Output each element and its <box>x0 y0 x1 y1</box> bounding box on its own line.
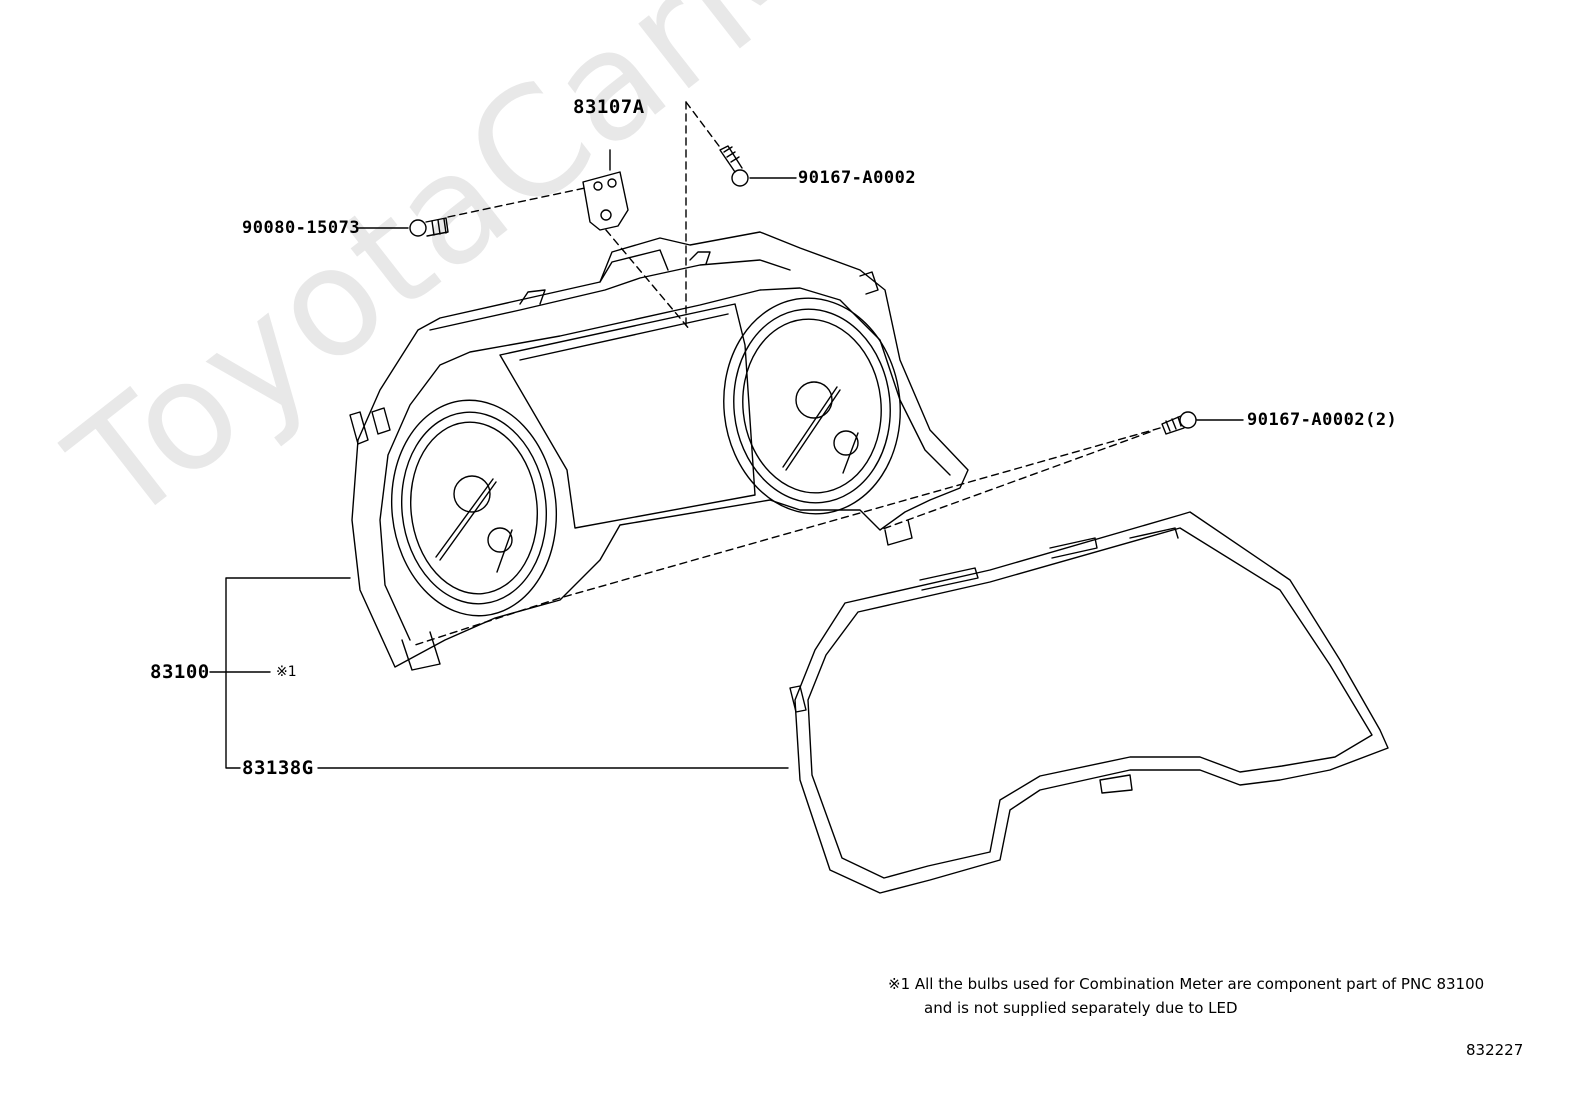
assembly-dashed-lines <box>414 101 1161 646</box>
footnote-line-1: ※1 All the bulbs used for Combination Me… <box>888 975 1485 993</box>
label-meter-assy-83100[interactable]: 83100 <box>150 661 210 683</box>
label-screw-90167-a0002[interactable]: 90167-A0002 <box>798 168 917 188</box>
reference-mark: ※1 <box>276 664 297 680</box>
label-bracket-83107a[interactable]: 83107A <box>573 96 645 118</box>
bracket-illustration <box>582 149 629 231</box>
screw-90167-top-illustration <box>719 145 749 187</box>
meter-glass-illustration <box>789 511 1389 894</box>
leader-bracket-83100 <box>209 577 351 769</box>
footnote-line-2: and is not supplied separately due to LE… <box>924 999 1238 1017</box>
combination-meter-illustration <box>349 231 969 671</box>
screw-90167-right-illustration <box>1161 411 1197 435</box>
label-meter-glass-83138g[interactable]: 83138G <box>242 757 314 779</box>
screw-90080-illustration <box>409 217 449 237</box>
label-screw-90167-a0002-qty2[interactable]: 90167-A0002(2) <box>1247 410 1398 430</box>
illustration-number: 832227 <box>1466 1041 1524 1059</box>
label-screw-90080-15073[interactable]: 90080-15073 <box>242 218 361 238</box>
